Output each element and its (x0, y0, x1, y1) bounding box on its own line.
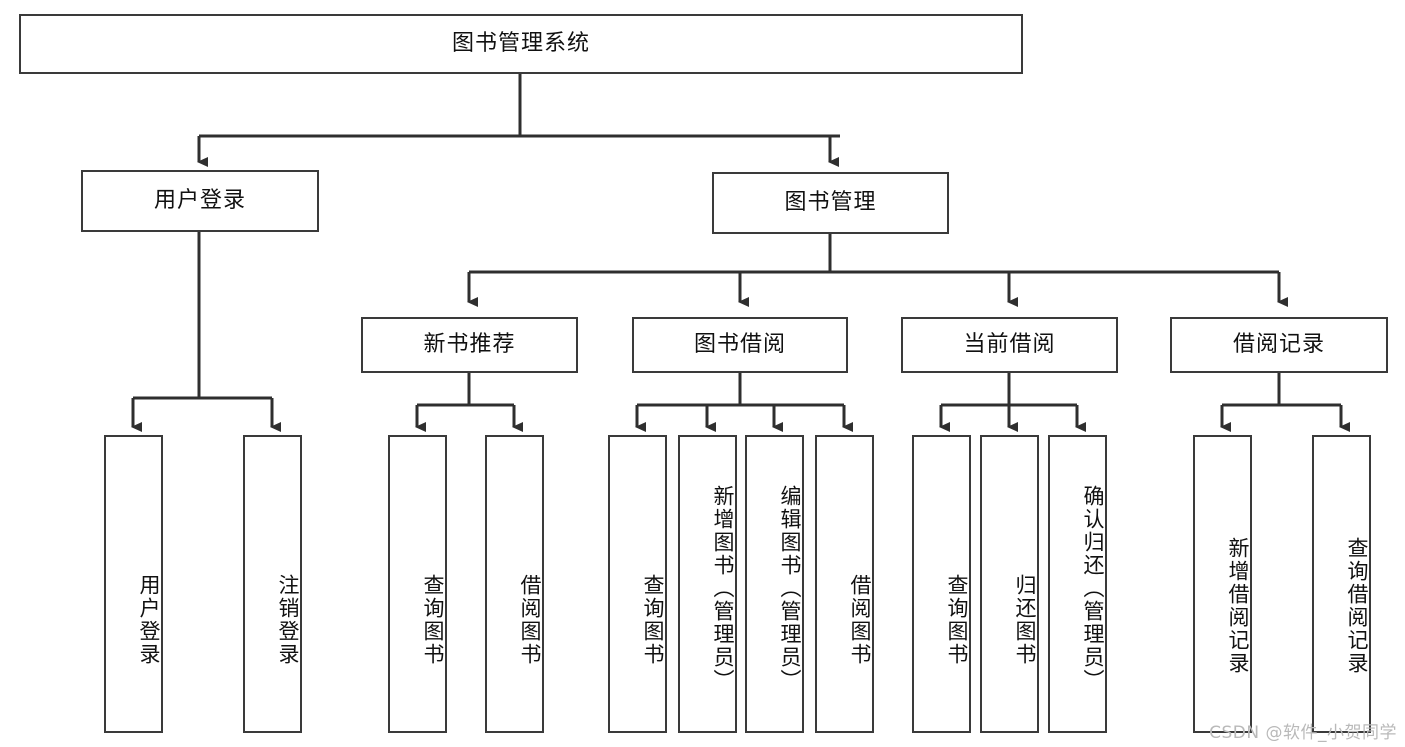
node-label: 编辑图书（管理员） (778, 484, 802, 692)
node-label: 借阅图书 (848, 574, 872, 666)
node-borrow-record[interactable]: 借阅记录 (1170, 317, 1388, 373)
leaf-borrow-record-add-record[interactable]: 新增借阅记录 (1193, 435, 1252, 733)
node-label: 新增图书（管理员） (711, 484, 735, 692)
node-label: 图书借阅 (693, 331, 786, 357)
node-label: 新书推荐 (423, 331, 516, 357)
leaf-user-login-logout[interactable]: 注销登录 (243, 435, 302, 733)
node-book-borrow[interactable]: 图书借阅 (632, 317, 848, 373)
node-label: 借阅记录 (1232, 331, 1325, 357)
node-label: 用户登录 (137, 574, 161, 666)
node-book-management[interactable]: 图书管理 (712, 172, 949, 234)
node-label: 新增借阅记录 (1226, 537, 1250, 675)
node-root-book-management-system[interactable]: 图书管理系统 (19, 14, 1023, 74)
node-label: 注销登录 (276, 574, 300, 666)
node-label: 查询图书 (421, 574, 445, 666)
leaf-new-book-query-book[interactable]: 查询图书 (388, 435, 447, 733)
leaf-current-borrow-confirm-return-admin[interactable]: 确认归还（管理员） (1048, 435, 1107, 733)
node-label: 查询借阅记录 (1345, 537, 1369, 675)
node-label: 借阅图书 (518, 574, 542, 666)
node-label: 图书管理 (784, 189, 877, 215)
node-label: 确认归还（管理员） (1081, 484, 1105, 692)
node-label: 图书管理系统 (451, 30, 590, 56)
leaf-book-borrow-query-book[interactable]: 查询图书 (608, 435, 667, 733)
leaf-current-borrow-query-book[interactable]: 查询图书 (912, 435, 971, 733)
node-new-book-recommend[interactable]: 新书推荐 (361, 317, 578, 373)
leaf-book-borrow-add-book-admin[interactable]: 新增图书（管理员） (678, 435, 737, 733)
node-label: 用户登录 (153, 187, 246, 213)
node-label: 归还图书 (1013, 574, 1037, 666)
node-label: 查询图书 (641, 574, 665, 666)
node-user-login[interactable]: 用户登录 (81, 170, 319, 232)
node-label: 查询图书 (945, 574, 969, 666)
leaf-book-borrow-borrow-book[interactable]: 借阅图书 (815, 435, 874, 733)
leaf-current-borrow-return-book[interactable]: 归还图书 (980, 435, 1039, 733)
leaf-user-login-login[interactable]: 用户登录 (104, 435, 163, 733)
csdn-watermark: CSDN @软件_小贺同学 (1209, 723, 1397, 743)
leaf-new-book-borrow-book[interactable]: 借阅图书 (485, 435, 544, 733)
node-current-borrow[interactable]: 当前借阅 (901, 317, 1118, 373)
node-label: 当前借阅 (963, 331, 1056, 357)
leaf-borrow-record-query-record[interactable]: 查询借阅记录 (1312, 435, 1371, 733)
leaf-book-borrow-edit-book-admin[interactable]: 编辑图书（管理员） (745, 435, 804, 733)
